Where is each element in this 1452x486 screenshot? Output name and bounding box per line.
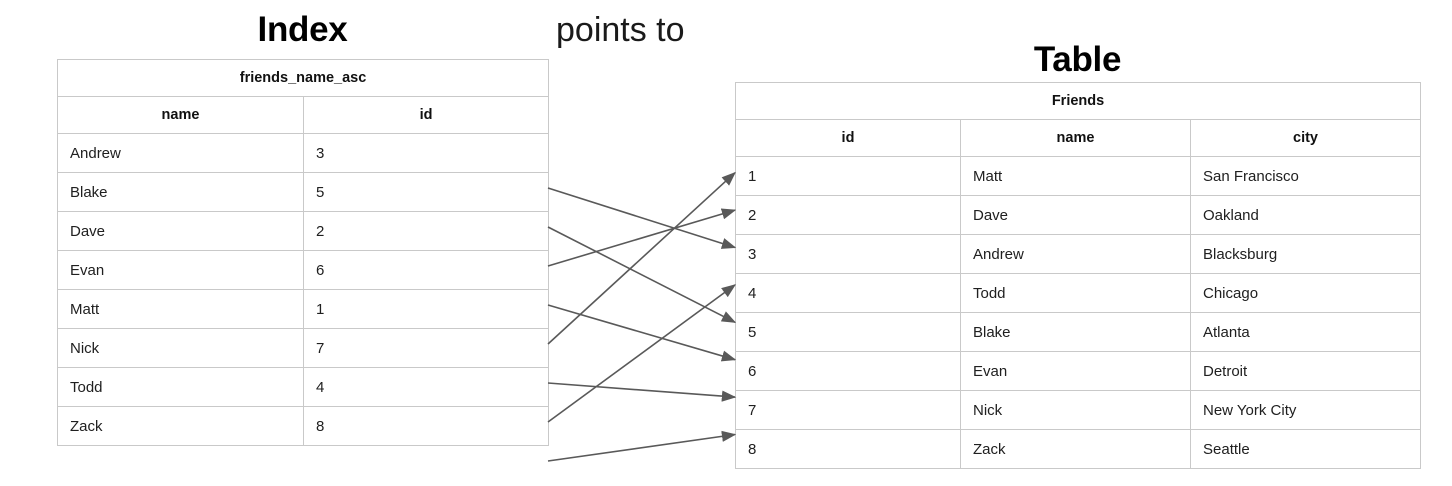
friends-cell-id: 4 — [735, 273, 961, 313]
friends-table-name: Friends — [734, 82, 1422, 120]
pointer-arrows — [547, 171, 737, 462]
friends-table-header-row: id name city — [735, 119, 1422, 157]
index-table-header-row: name id — [57, 96, 550, 134]
pointer-arrow — [547, 226, 737, 324]
index-cell-name: Nick — [57, 328, 304, 368]
index-cell-name: Evan — [57, 250, 304, 290]
index-cell-id: 2 — [302, 211, 550, 251]
index-title: Index — [257, 10, 348, 49]
friends-cell-id: 5 — [735, 312, 961, 352]
friends-column-header-id: id — [735, 119, 961, 157]
friends-cell-id: 6 — [735, 351, 961, 391]
friends-column-header-name: name — [960, 119, 1191, 157]
friends-cell-city: Detroit — [1189, 351, 1422, 391]
index-cell-name: Todd — [57, 367, 304, 407]
index-table-name-row: friends_name_asc — [56, 59, 550, 97]
pointer-arrow — [547, 304, 737, 362]
index-column-header-id: id — [302, 96, 550, 134]
friends-cell-id: 2 — [735, 195, 961, 235]
friends-cell-city: Atlanta — [1189, 312, 1422, 352]
friends-cell-city: Chicago — [1189, 273, 1422, 313]
friends-cell-id: 8 — [735, 429, 961, 469]
index-cell-id: 3 — [302, 133, 550, 173]
friends-cell-name: Evan — [960, 351, 1191, 391]
friends-cell-name: Blake — [960, 312, 1191, 352]
index-table-name: friends_name_asc — [56, 59, 550, 97]
table-title: Table — [1033, 40, 1122, 79]
points-to-label: points to — [556, 11, 685, 49]
index-cell-id: 6 — [302, 250, 550, 290]
index-cell-name: Zack — [57, 406, 304, 446]
index-cell-id: 7 — [302, 328, 550, 368]
index-cell-id: 1 — [302, 289, 550, 329]
friends-column-header-city: city — [1189, 119, 1422, 157]
friends-cell-city: Oakland — [1189, 195, 1422, 235]
index-cell-id: 5 — [302, 172, 550, 212]
friends-cell-name: Dave — [960, 195, 1191, 235]
index-cell-name: Andrew — [57, 133, 304, 173]
pointer-arrow — [547, 171, 736, 345]
friends-cell-name: Andrew — [960, 234, 1191, 274]
index-cell-name: Blake — [57, 172, 304, 212]
friends-cell-name: Nick — [960, 390, 1191, 430]
friends-cell-city: Blacksburg — [1189, 234, 1422, 274]
friends-cell-name: Todd — [960, 273, 1191, 313]
pointer-arrow — [547, 430, 737, 462]
friends-cell-city: San Francisco — [1189, 156, 1422, 196]
index-cell-id: 8 — [302, 406, 550, 446]
friends-cell-id: 7 — [735, 390, 961, 430]
friends-cell-id: 3 — [735, 234, 961, 274]
index-cell-name: Matt — [57, 289, 304, 329]
friends-cell-name: Zack — [960, 429, 1191, 469]
friends-cell-name: Matt — [960, 156, 1191, 196]
pointer-arrow — [547, 208, 737, 267]
index-column-header-name: name — [57, 96, 304, 134]
pointer-arrow — [547, 382, 737, 402]
friends-cell-city: New York City — [1189, 390, 1422, 430]
friends-cell-id: 1 — [735, 156, 961, 196]
index-cell-id: 4 — [302, 367, 550, 407]
friends-table-name-row: Friends — [734, 82, 1422, 120]
index-cell-name: Dave — [57, 211, 304, 251]
pointer-arrow — [547, 284, 737, 423]
friends-cell-city: Seattle — [1189, 429, 1422, 469]
pointer-arrow — [547, 187, 737, 249]
